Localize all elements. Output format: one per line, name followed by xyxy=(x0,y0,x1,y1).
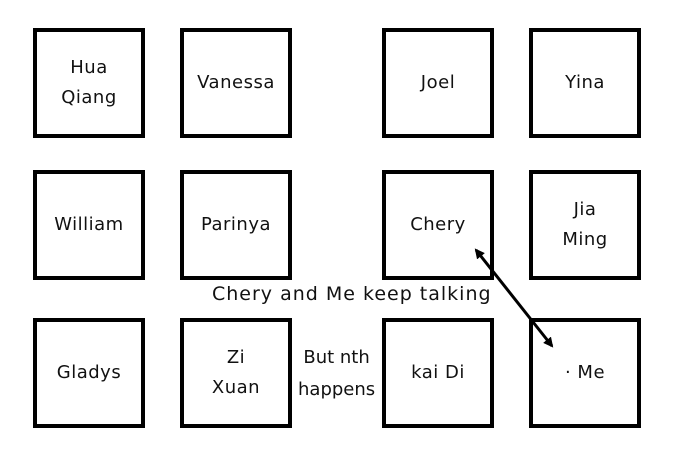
seat-label: kai Di xyxy=(411,362,465,383)
seat-label: Vanessa xyxy=(197,72,275,93)
seat-zi-xuan: Zi Xuan xyxy=(180,318,292,428)
seat-yina: Yina xyxy=(529,28,641,138)
seat-label: Gladys xyxy=(56,362,122,383)
arrow-line xyxy=(474,248,554,348)
seat-gladys: Gladys xyxy=(33,318,145,428)
seat-label: Zi Xuan xyxy=(211,347,261,398)
seat-label: · Me xyxy=(564,362,606,383)
seat-joel: Joel xyxy=(382,28,494,138)
annotation-talking: Chery and Me keep talking xyxy=(212,283,492,305)
seat-chery: Chery xyxy=(382,170,494,280)
seat-parinya: Parinya xyxy=(180,170,292,280)
seat-william: William xyxy=(33,170,145,280)
seat-vanessa: Vanessa xyxy=(180,28,292,138)
seat-label: William xyxy=(54,214,124,235)
seat-hua-qiang: Hua Qiang xyxy=(33,28,145,138)
seat-label: Parinya xyxy=(200,214,272,235)
seat-label: Chery xyxy=(410,214,466,235)
seat-label: Hua Qiang xyxy=(61,57,117,108)
annotation-nothing-happens: But nth happens xyxy=(298,347,376,400)
seat-label: Jia Ming xyxy=(562,199,608,250)
seat-label: Yina xyxy=(565,72,605,93)
seat-label: Joel xyxy=(420,72,456,93)
